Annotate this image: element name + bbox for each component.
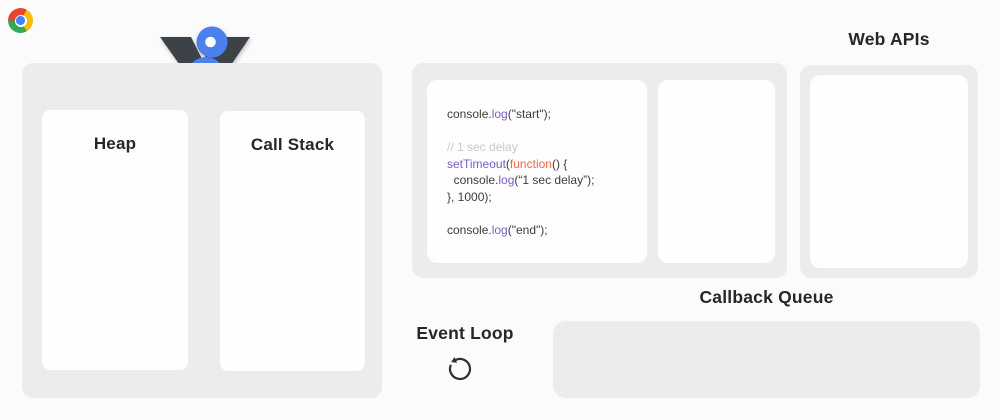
loop-arrow-icon [448,357,472,381]
call-stack-label: Call Stack [250,135,335,154]
event-loop-label: Event Loop [416,323,514,343]
code-line: // 1 sec delay [447,140,518,154]
web-apis-box [810,75,968,268]
call-stack-box: Call Stack [220,111,365,371]
web-apis-label: Web APIs [848,29,930,49]
callback-queue-box [553,321,980,398]
heap-box: Heap [42,110,188,370]
code-line: console.log("end"); [447,222,548,237]
code-line [447,123,647,140]
execution-box [658,80,775,263]
code-block: console.log("start"); // 1 sec delay setT… [427,80,647,263]
chrome-logo-icon [8,8,33,33]
code-line: console.log("start"); [447,107,551,121]
code-line: setTimeout(function() { [447,156,568,171]
code-line: console.log(“1 sec delay”); [447,173,595,187]
js-engine-panel: Heap Call Stack [22,63,382,398]
heap-label: Heap [93,134,137,153]
code-line [447,205,647,222]
code-panel: console.log("start"); // 1 sec delay setT… [412,63,787,278]
callback-queue-label: Callback Queue [699,287,834,307]
code-line: }, 1000); [447,189,492,204]
web-apis-panel [800,65,978,278]
